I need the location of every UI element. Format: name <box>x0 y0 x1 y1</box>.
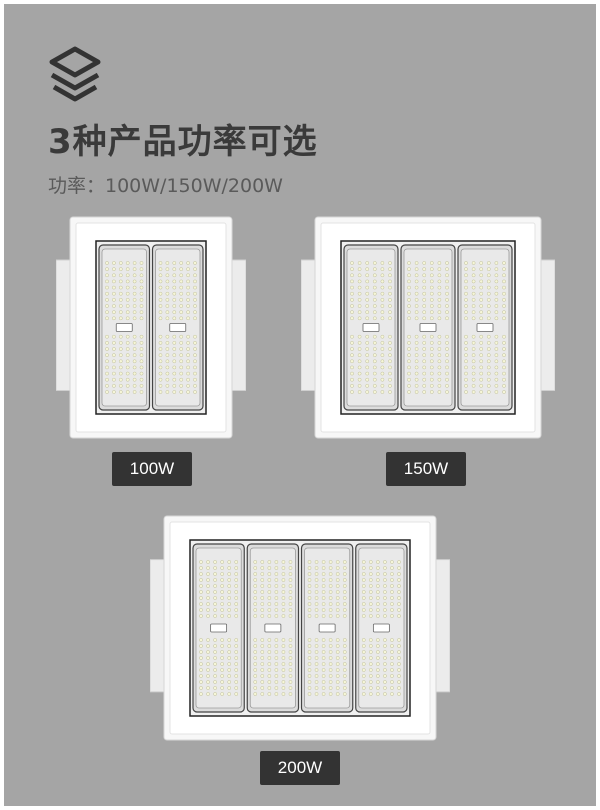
power-badge-150w: 150W <box>386 452 466 486</box>
power-badge-100w: 100W <box>112 452 192 486</box>
product-image-150w <box>301 215 555 440</box>
led-module <box>400 244 456 411</box>
led-fixture-illustration <box>301 216 555 439</box>
led-module <box>98 244 151 411</box>
led-module <box>192 543 245 713</box>
led-module <box>151 244 204 411</box>
product-image-100w <box>56 215 246 440</box>
led-module <box>246 543 300 713</box>
led-module <box>343 244 399 411</box>
led-module <box>457 244 513 411</box>
led-fixture-illustration <box>150 515 450 741</box>
page-title: 3种产品功率可选 <box>48 122 318 162</box>
layers-icon <box>49 46 101 102</box>
led-fixture-illustration <box>56 216 246 439</box>
power-badge-200w: 200W <box>260 751 340 785</box>
led-module <box>355 543 408 713</box>
page-subtitle: 功率：100W/150W/200W <box>48 175 283 197</box>
led-module <box>300 543 354 713</box>
product-image-200w <box>150 514 450 742</box>
product-power-page: 3种产品功率可选 功率：100W/150W/200W 100W 150W 200… <box>4 4 596 806</box>
